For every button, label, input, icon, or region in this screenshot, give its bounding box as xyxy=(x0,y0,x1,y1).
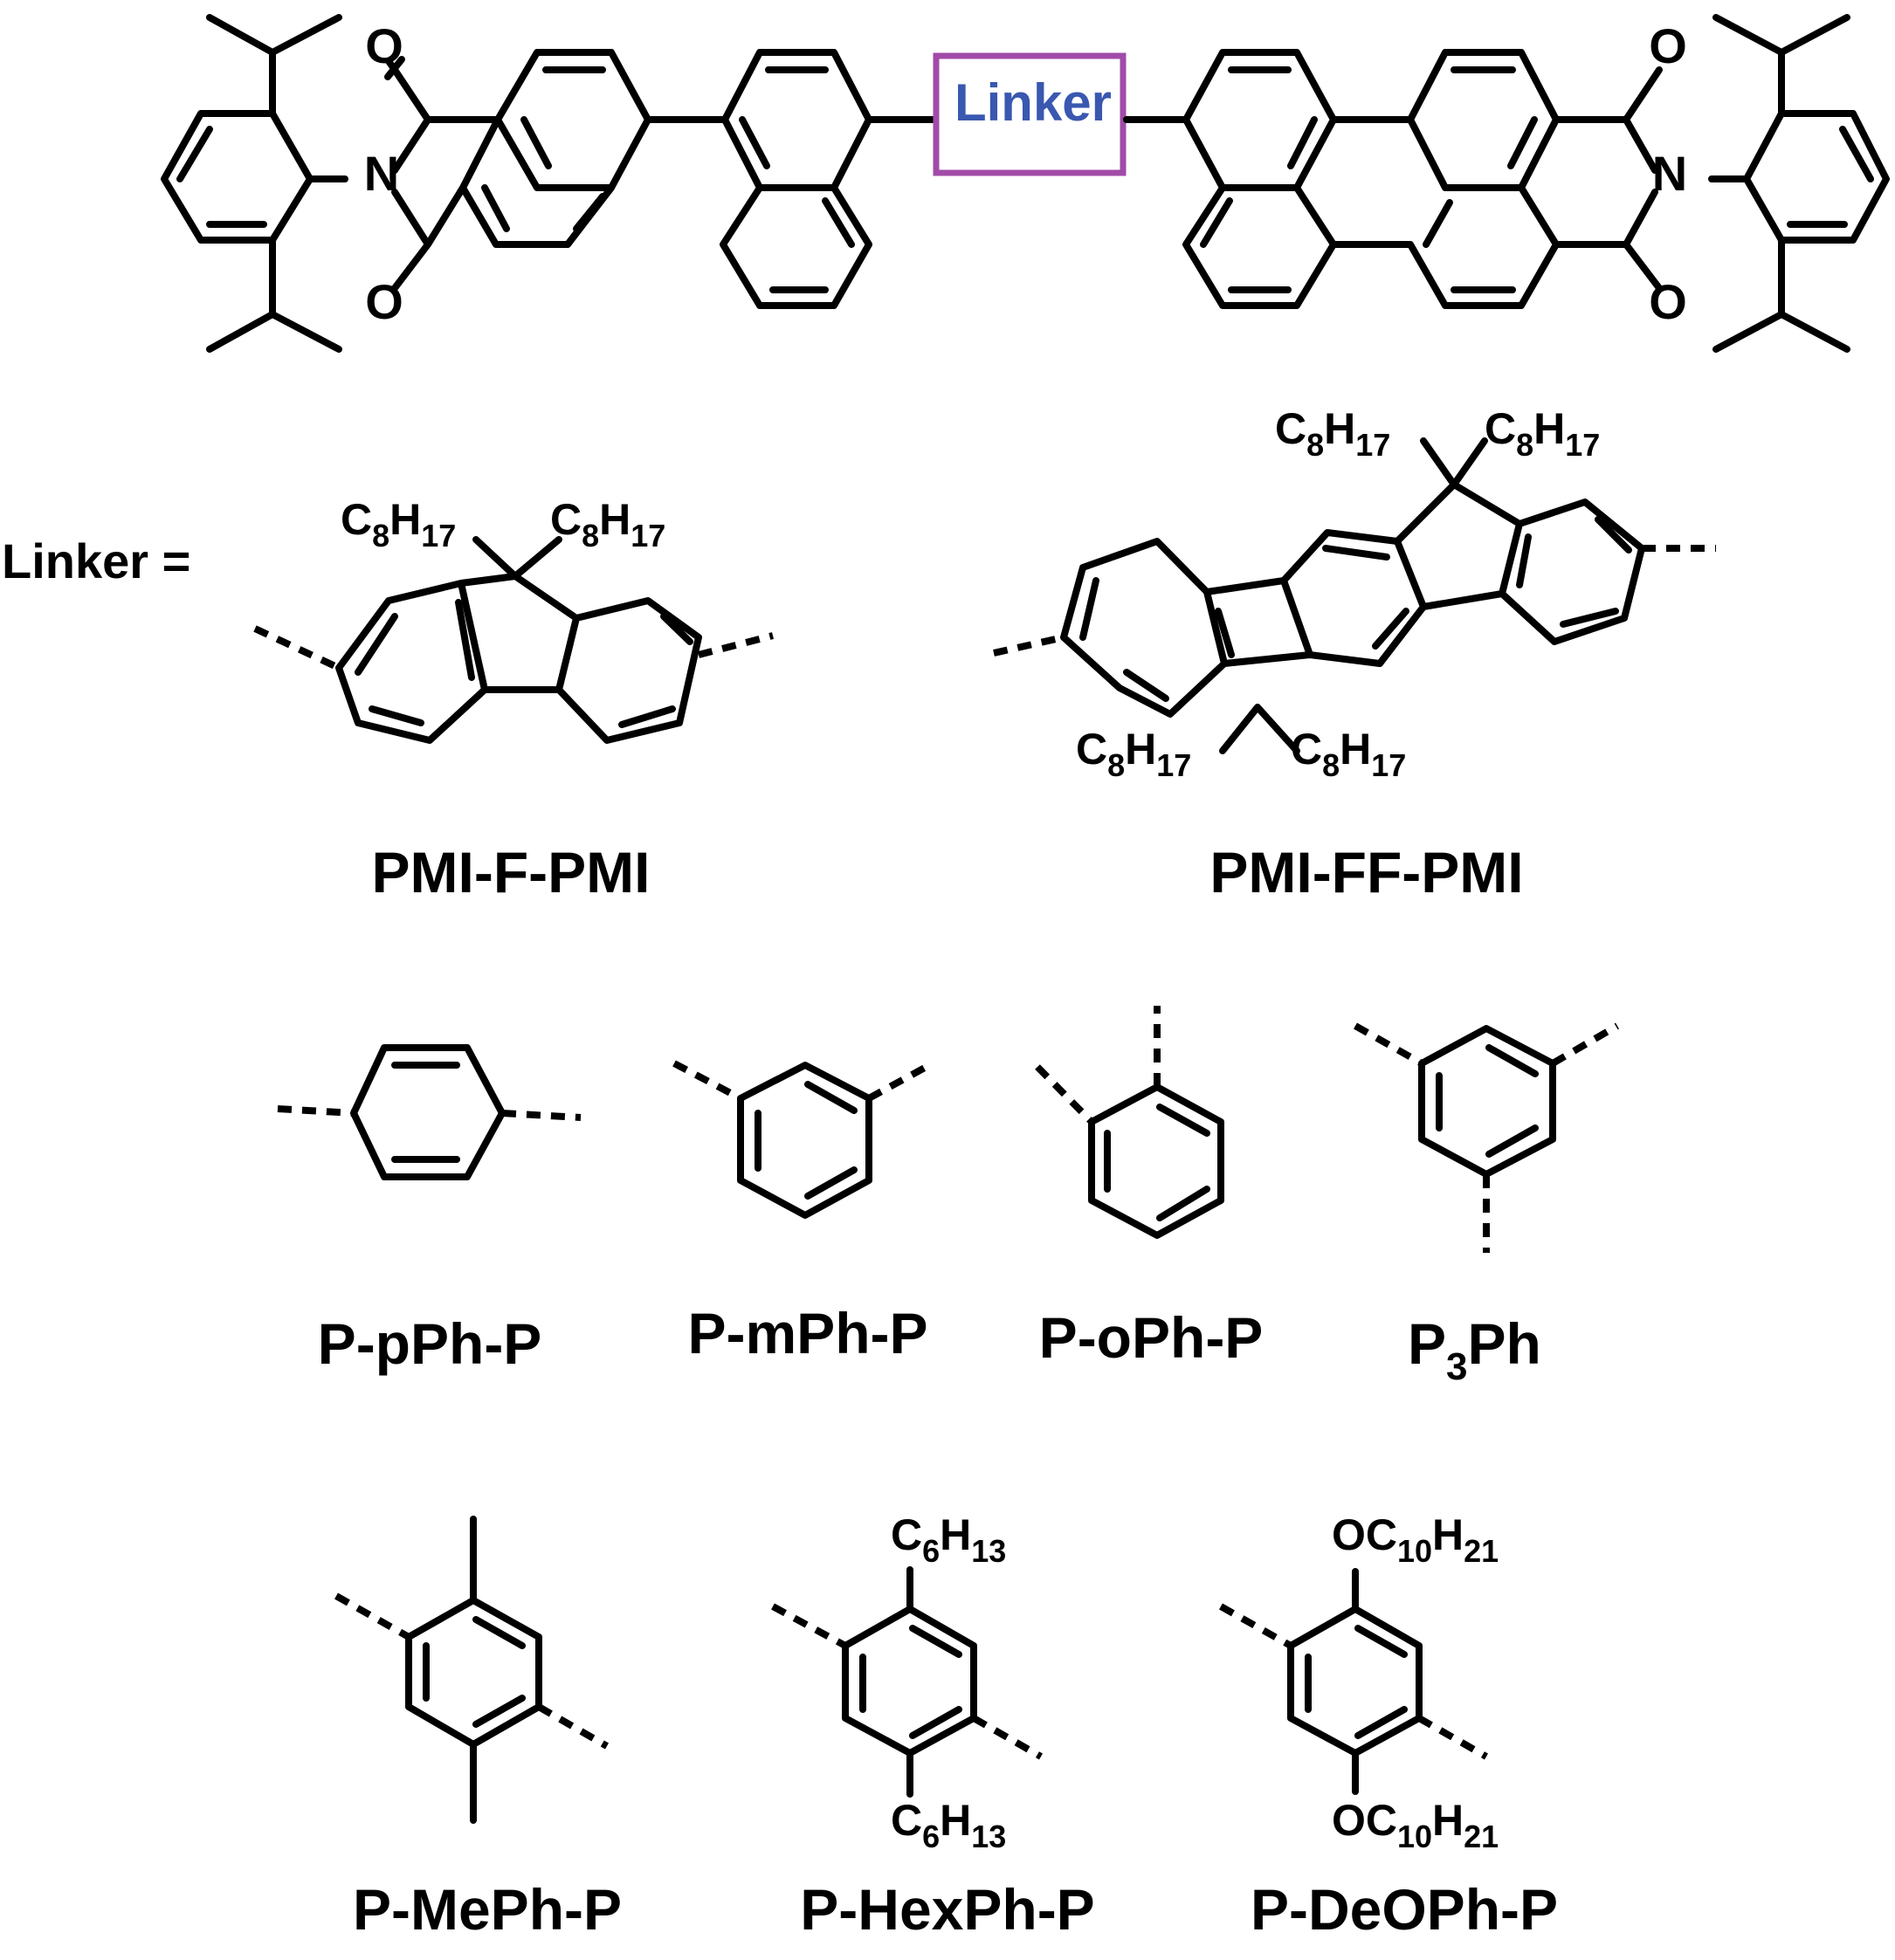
compound-label-p-hexph-p: P-HexPh-P xyxy=(800,1877,1094,1942)
compound-label-p-pph-p: P-pPh-P xyxy=(318,1311,542,1376)
octyl-right-label: C8H17 xyxy=(550,495,665,554)
svg-text:C8H17: C8H17 xyxy=(550,495,665,554)
svg-text:C6H13: C6H13 xyxy=(891,1510,1006,1569)
decyloxy-bottom-label: OC10H21 xyxy=(1332,1796,1499,1854)
left-top-oxygen-label: O xyxy=(365,18,403,73)
hexyl-top-label: C6H13 xyxy=(891,1510,1006,1569)
octyl-ff-top-left-label: C8H17 xyxy=(1275,404,1390,463)
linker-equals-label: Linker = xyxy=(2,533,190,588)
svg-text:C8H17: C8H17 xyxy=(1485,404,1600,463)
octyl-ff-bottom-left-label: C8H17 xyxy=(1076,725,1191,783)
svg-text:C8H17: C8H17 xyxy=(1076,725,1191,783)
left-pmi-unit: O O N xyxy=(161,14,936,353)
hexyl-bottom-label: C6H13 xyxy=(891,1796,1006,1854)
right-top-oxygen-label: O xyxy=(1649,18,1687,73)
meta-phenylene-linker: P-mPh-P xyxy=(672,1060,934,1365)
para-phenylene-linker: P-pPh-P xyxy=(277,1044,582,1376)
ortho-phenylene-linker: P-oPh-P xyxy=(1035,1006,1264,1370)
compound-label-pmi-ff-pmi: PMI-FF-PMI xyxy=(1209,840,1523,904)
compound-label-pmi-f-pmi: PMI-F-PMI xyxy=(372,840,651,904)
right-bottom-oxygen-label: O xyxy=(1649,274,1687,329)
left-bottom-oxygen-label: O xyxy=(365,274,403,329)
dihexyl-phenylene-linker: C6H13 C6H13 P-HexPh-P xyxy=(771,1510,1095,1942)
compound-label-p-meph-p: P-MePh-P xyxy=(353,1877,622,1942)
svg-text:OC10H21: OC10H21 xyxy=(1332,1510,1499,1569)
svg-text:C8H17: C8H17 xyxy=(341,495,456,554)
compound-label-p-oph-p: P-oPh-P xyxy=(1039,1305,1264,1370)
indenofluorene-linker: C8H17 C8H17 C8H17 C8H17 PMI-FF-PMI xyxy=(993,404,1716,904)
linker-placeholder-text: Linker xyxy=(954,73,1112,132)
right-pmi-unit: O O N xyxy=(1123,14,1890,353)
compound-label-p-deoph-p: P-DeOPh-P xyxy=(1251,1877,1558,1942)
svg-text:OC10H21: OC10H21 xyxy=(1332,1796,1499,1854)
tri-substituted-phenylene-linker: P3Ph xyxy=(1354,1022,1620,1388)
linker-placeholder-box: Linker xyxy=(933,52,1127,176)
fluorene-linker: C8H17 C8H17 PMI-F-PMI xyxy=(253,495,775,904)
dimethyl-phenylene-linker: P-MePh-P xyxy=(334,1516,622,1942)
compound-label-p-mph-p: P-mPh-P xyxy=(687,1301,927,1365)
octyl-left-label: C8H17 xyxy=(341,495,456,554)
pmi-dimer-core: O O N Linker O O N xyxy=(161,14,1890,353)
octyl-ff-top-right-label: C8H17 xyxy=(1485,404,1600,463)
decyloxy-top-label: OC10H21 xyxy=(1332,1510,1499,1569)
linker-box xyxy=(933,52,1127,176)
svg-text:C8H17: C8H17 xyxy=(1275,404,1390,463)
svg-text:C8H17: C8H17 xyxy=(1291,725,1406,783)
left-imide-nitrogen-label: N xyxy=(364,146,399,201)
octyl-ff-bottom-right-label: C8H17 xyxy=(1291,725,1406,783)
compound-label-p3ph: P3Ph xyxy=(1408,1311,1541,1388)
svg-text:C6H13: C6H13 xyxy=(891,1796,1006,1854)
didecyloxy-phenylene-linker: OC10H21 OC10H21 P-DeOPh-P xyxy=(1219,1510,1558,1942)
right-imide-nitrogen-label: N xyxy=(1652,146,1687,201)
